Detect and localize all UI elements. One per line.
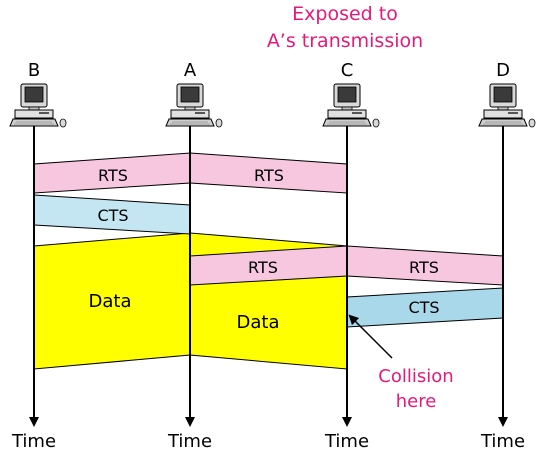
- station-label-c: C: [341, 60, 354, 81]
- time-label: Time: [167, 431, 212, 452]
- station-label-d: D: [496, 60, 510, 81]
- station-label-a: A: [184, 60, 197, 81]
- data-label: Data: [89, 291, 132, 312]
- cts-label: CTS: [408, 298, 439, 317]
- rts-label: RTS: [409, 258, 439, 277]
- rts-label: RTS: [254, 166, 284, 185]
- computer-icon: [478, 83, 536, 128]
- computer-icon: [165, 83, 223, 128]
- rts-label: RTS: [98, 166, 128, 185]
- time-label: Time: [324, 431, 369, 452]
- time-label: Time: [480, 431, 525, 452]
- rts-label: RTS: [248, 258, 278, 277]
- collision-label-line1: Collision: [378, 366, 453, 387]
- collision-arrow: [348, 314, 393, 359]
- exposed-label-line1: Exposed to: [292, 3, 398, 25]
- cts-label: CTS: [97, 206, 128, 225]
- computer-icon: [322, 83, 380, 128]
- exposed-label-line2: A’s transmission: [267, 30, 423, 52]
- collision-label-line2: here: [396, 391, 437, 412]
- station-label-b: B: [28, 60, 40, 81]
- computer-icon: [9, 83, 67, 128]
- data-label: Data: [237, 312, 280, 333]
- time-label: Time: [11, 431, 56, 452]
